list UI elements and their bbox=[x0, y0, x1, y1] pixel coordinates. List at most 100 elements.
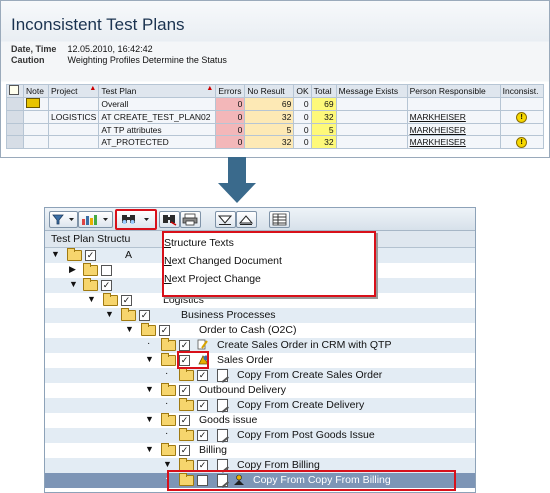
col-total[interactable]: Total bbox=[310, 84, 337, 98]
folder-icon bbox=[161, 413, 176, 426]
checkbox-icon[interactable] bbox=[197, 475, 208, 486]
test-plan-table: Note Project▲ Test Plan▲ Errors No Resul… bbox=[6, 84, 544, 149]
checkbox-icon[interactable]: ✓ bbox=[179, 445, 190, 456]
pencil-icon bbox=[197, 339, 208, 350]
errors-cell: 0 bbox=[215, 110, 246, 124]
checkbox-icon[interactable]: ✓ bbox=[197, 370, 208, 381]
collapse-triangle-icon[interactable]: ▼ bbox=[145, 354, 154, 364]
row-selector[interactable] bbox=[6, 123, 24, 136]
expand-all-button[interactable] bbox=[215, 211, 236, 228]
checkbox-icon[interactable]: ✓ bbox=[139, 310, 150, 321]
checkbox-icon[interactable]: ✓ bbox=[85, 250, 96, 261]
col-ok[interactable]: OK bbox=[293, 84, 312, 98]
person-link[interactable]: MARKHEISER bbox=[406, 110, 501, 124]
collapse-triangle-icon[interactable]: ▼ bbox=[163, 459, 172, 469]
tree-row[interactable]: ▼ ✓ Copy From Billing bbox=[45, 458, 475, 473]
person-link[interactable]: MARKHEISER bbox=[406, 123, 501, 136]
tree-row[interactable]: · ✓ Copy From Post Goods Issue bbox=[45, 428, 475, 443]
expand-triangle-icon[interactable]: ▶ bbox=[69, 264, 76, 274]
tree-row[interactable]: ▶ bbox=[45, 263, 475, 278]
col-no-result[interactable]: No Result bbox=[244, 84, 295, 98]
tree-row[interactable]: ▼ ✓ Sales Order bbox=[145, 353, 274, 366]
col-errors[interactable]: Errors bbox=[215, 84, 246, 98]
print-button[interactable] bbox=[180, 211, 201, 228]
leaf-dot: · bbox=[165, 428, 169, 439]
note-icon[interactable] bbox=[26, 98, 40, 108]
tree-row[interactable]: ▼ ✓ Billing bbox=[145, 443, 228, 456]
message-exists-cell bbox=[335, 97, 408, 111]
table-row[interactable]: AT TP attributes 0 5 0 5 MARKHEISER bbox=[6, 123, 544, 136]
tree-row-selected[interactable]: · Copy From Copy From Billing bbox=[45, 473, 475, 488]
person-link[interactable]: MARKHEISER bbox=[406, 135, 501, 149]
checkbox-icon[interactable]: ✓ bbox=[197, 430, 208, 441]
tree-row[interactable]: ▼ ✓ Logistics bbox=[87, 293, 204, 306]
checkbox-icon[interactable]: ✓ bbox=[159, 325, 170, 336]
layout-button[interactable] bbox=[269, 211, 290, 228]
menu-item-next-project-change[interactable]: Next Project Change bbox=[164, 273, 261, 285]
note-cell[interactable] bbox=[23, 97, 49, 111]
collapse-all-button[interactable] bbox=[236, 211, 257, 228]
collapse-triangle-icon[interactable]: ▼ bbox=[145, 414, 154, 424]
ok-cell: 0 bbox=[293, 123, 312, 136]
chart-button[interactable] bbox=[78, 211, 113, 228]
collapse-triangle-icon[interactable]: ▼ bbox=[87, 294, 96, 304]
collapse-triangle-icon[interactable]: ▼ bbox=[105, 309, 114, 319]
tree-row[interactable]: ▼ ✓ Goods issue bbox=[145, 413, 258, 426]
filter-button[interactable] bbox=[49, 211, 78, 228]
tree-row[interactable]: ▼ ✓ Outbound Delivery bbox=[145, 383, 286, 396]
note-cell bbox=[23, 123, 49, 136]
checkbox-icon[interactable]: ✓ bbox=[179, 385, 190, 396]
layout-icon bbox=[272, 213, 287, 226]
collapse-triangle-icon[interactable]: ▼ bbox=[145, 444, 154, 454]
row-selector[interactable] bbox=[6, 97, 24, 111]
no-result-cell: 69 bbox=[244, 97, 295, 111]
checkbox-icon[interactable]: ✓ bbox=[179, 340, 190, 351]
total-cell: 69 bbox=[310, 97, 337, 111]
tree-row[interactable]: ▼ ✓ Business Processes bbox=[45, 308, 475, 323]
collapse-triangle-icon[interactable]: ▼ bbox=[145, 384, 154, 394]
col-inconsistent[interactable]: Inconsist. bbox=[499, 84, 544, 98]
folder-icon bbox=[103, 293, 118, 306]
tree-row[interactable]: · ✓ Copy From Create Sales Order bbox=[45, 368, 475, 383]
menu-item-structure-texts[interactable]: Structure Texts bbox=[164, 237, 234, 249]
ok-cell: 0 bbox=[293, 97, 312, 111]
row-selector[interactable] bbox=[6, 135, 24, 149]
collapse-triangle-icon[interactable]: ▼ bbox=[51, 249, 60, 259]
tree-row[interactable]: · ✓ Copy From Create Delivery bbox=[45, 398, 475, 413]
collapse-triangle-icon[interactable]: ▼ bbox=[69, 279, 78, 289]
tree-row[interactable]: ▼ ✓ Order to Cash (O2C) bbox=[125, 323, 297, 336]
tree-row[interactable]: · ✓ Create Sales Order in CRM with QTP bbox=[45, 338, 475, 353]
table-row[interactable]: Overall 0 69 0 69 bbox=[6, 97, 544, 111]
checkbox-icon[interactable]: ✓ bbox=[121, 295, 132, 306]
note-cell bbox=[23, 135, 49, 149]
folder-icon bbox=[161, 353, 176, 366]
table-row[interactable]: LOGISTICS AT CREATE_TEST_PLAN02 0 32 0 3… bbox=[6, 110, 544, 124]
select-all-icon[interactable] bbox=[6, 84, 24, 98]
leaf-dot: · bbox=[165, 473, 169, 484]
test-plan-cell: AT_PROTECTED bbox=[98, 135, 217, 149]
folder-icon bbox=[179, 473, 194, 486]
table-row[interactable]: AT_PROTECTED 0 32 0 32 MARKHEISER ! bbox=[6, 135, 544, 149]
checkbox-icon[interactable] bbox=[101, 265, 112, 276]
col-note[interactable]: Note bbox=[23, 84, 49, 98]
col-message-exists[interactable]: Message Exists bbox=[335, 84, 408, 98]
checkbox-icon[interactable]: ✓ bbox=[179, 355, 190, 366]
leaf-dot: · bbox=[165, 398, 169, 409]
checkbox-icon[interactable]: ✓ bbox=[179, 415, 190, 426]
date-time-label: Date, Time bbox=[11, 44, 57, 54]
menu-item-next-changed-document[interactable]: Next Changed Document bbox=[164, 255, 282, 267]
find-button[interactable] bbox=[115, 209, 157, 230]
find-next-button[interactable] bbox=[159, 211, 180, 228]
col-test-plan[interactable]: Test Plan▲ bbox=[98, 84, 217, 98]
collapse-triangle-icon[interactable]: ▼ bbox=[125, 324, 134, 334]
total-cell: 32 bbox=[310, 135, 337, 149]
checkbox-icon[interactable]: ✓ bbox=[197, 400, 208, 411]
total-cell: 5 bbox=[310, 123, 337, 136]
folder-icon bbox=[179, 428, 194, 441]
col-project[interactable]: Project▲ bbox=[47, 84, 100, 98]
row-selector[interactable] bbox=[6, 110, 24, 124]
col-person-responsible[interactable]: Person Responsible bbox=[406, 84, 501, 98]
ok-cell: 0 bbox=[293, 135, 312, 149]
warning-icon: ! bbox=[516, 112, 528, 123]
checkbox-icon[interactable]: ✓ bbox=[101, 280, 112, 291]
